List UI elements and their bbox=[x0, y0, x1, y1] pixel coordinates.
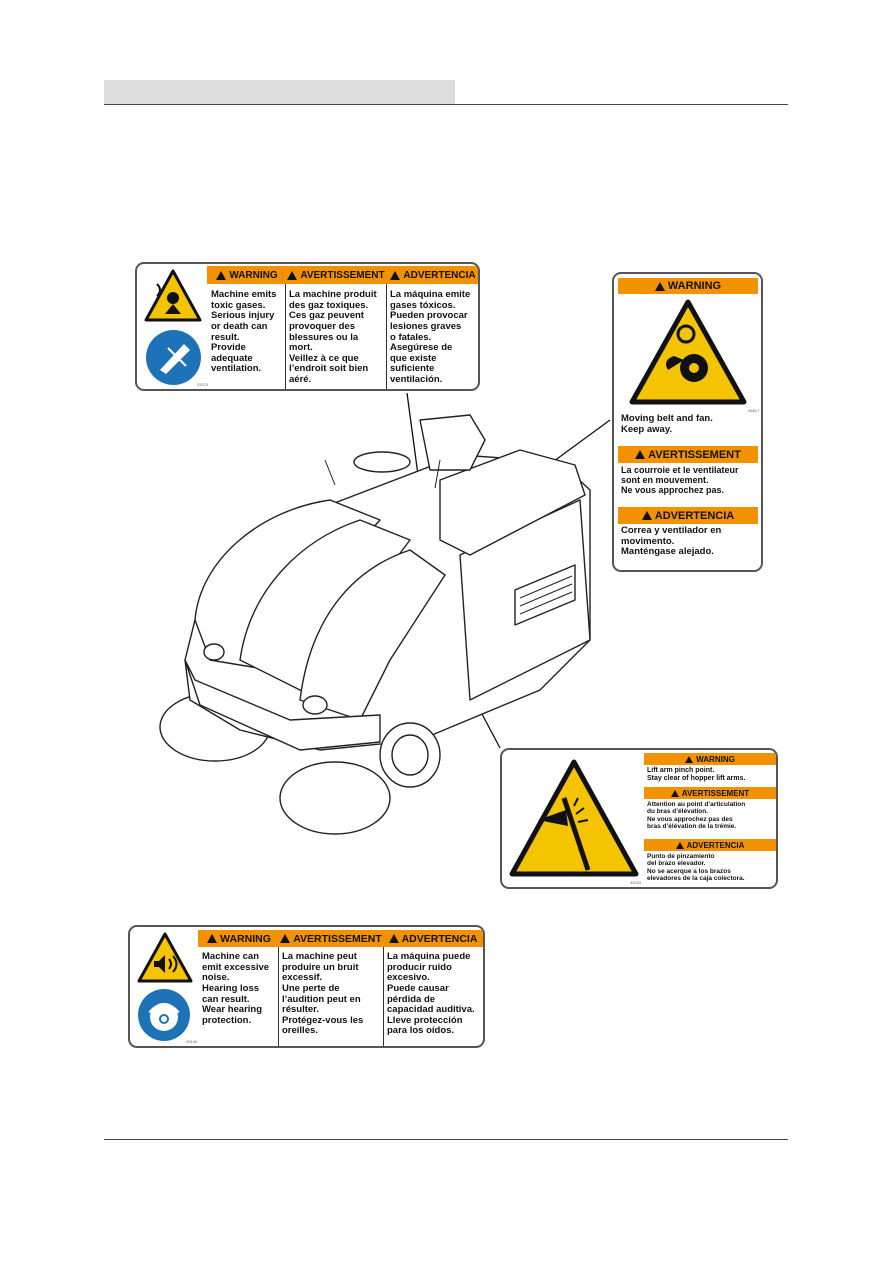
warning-text-es: Punto de pinzamiento del brazo elevador.… bbox=[647, 853, 745, 882]
toxic-gas-warning-icon bbox=[144, 269, 202, 322]
warning-text-es: La máquina puede producir ruido excesivo… bbox=[387, 951, 475, 1037]
warning-heading: WARNING bbox=[229, 269, 278, 281]
decal-toxic-gases: 33370 WARNING AVERTISSEMENT ADVERTENCIA … bbox=[135, 262, 480, 391]
ventilation-mandatory-icon bbox=[146, 330, 201, 385]
header-rule bbox=[104, 104, 788, 105]
footer-rule bbox=[104, 1139, 788, 1140]
hearing-protection-mandatory-icon bbox=[138, 989, 190, 1041]
avertissement-heading: AVERTISSEMENT bbox=[293, 932, 382, 945]
advertencia-heading: ADVERTENCIA bbox=[403, 269, 476, 281]
fan-hand-warning-icon bbox=[629, 299, 747, 405]
warning-text-fr: La courroie et le ventilateur sont en mo… bbox=[621, 465, 739, 496]
decal-lift-arm: 39183 WARNING Lift arm pinch point. Stay… bbox=[500, 748, 778, 889]
decal-belt-fan: WARNING 35817 Moving belt and fan. Keep … bbox=[612, 272, 763, 572]
decal-noise: 39146 WARNING AVERTISSEMENT ADVERTENCIA … bbox=[128, 925, 485, 1048]
warning-heading: WARNING bbox=[220, 932, 271, 945]
avertissement-heading: AVERTISSEMENT bbox=[681, 788, 750, 798]
pinch-point-warning-icon bbox=[509, 759, 639, 877]
advertencia-heading: ADVERTENCIA bbox=[686, 840, 745, 850]
warning-heading: WARNING bbox=[696, 754, 735, 764]
avertissement-heading: AVERTISSEMENT bbox=[300, 269, 385, 281]
warning-heading: WARNING bbox=[667, 280, 722, 292]
warning-text-fr: Attention au point d’articulation du bra… bbox=[647, 801, 746, 830]
warning-text-es: Correa y ventilador en movimento. Mantén… bbox=[621, 525, 722, 558]
warning-text-fr: La machine peut produire un bruit excess… bbox=[282, 951, 364, 1037]
header-title-bar bbox=[104, 80, 455, 104]
advertencia-heading: ADVERTENCIA bbox=[401, 932, 478, 945]
noise-warning-icon bbox=[137, 932, 193, 983]
warning-text-fr: La machine produit des gaz toxiques. Ces… bbox=[289, 289, 377, 385]
warning-text-en: Lift arm pinch point. Stay clear of hopp… bbox=[647, 767, 746, 782]
avertissement-heading: AVERTISSEMENT bbox=[648, 448, 741, 461]
warning-text-en: Machine can emit excessive noise. Hearin… bbox=[202, 951, 270, 1026]
advertencia-heading: ADVERTENCIA bbox=[654, 509, 735, 522]
warning-text-en: Machine emits toxic gases. Serious injur… bbox=[211, 289, 277, 375]
warning-text-en: Moving belt and fan. Keep away. bbox=[621, 413, 713, 435]
warning-text-es: La máquina emite gases tóxicos. Pueden p… bbox=[390, 289, 471, 385]
